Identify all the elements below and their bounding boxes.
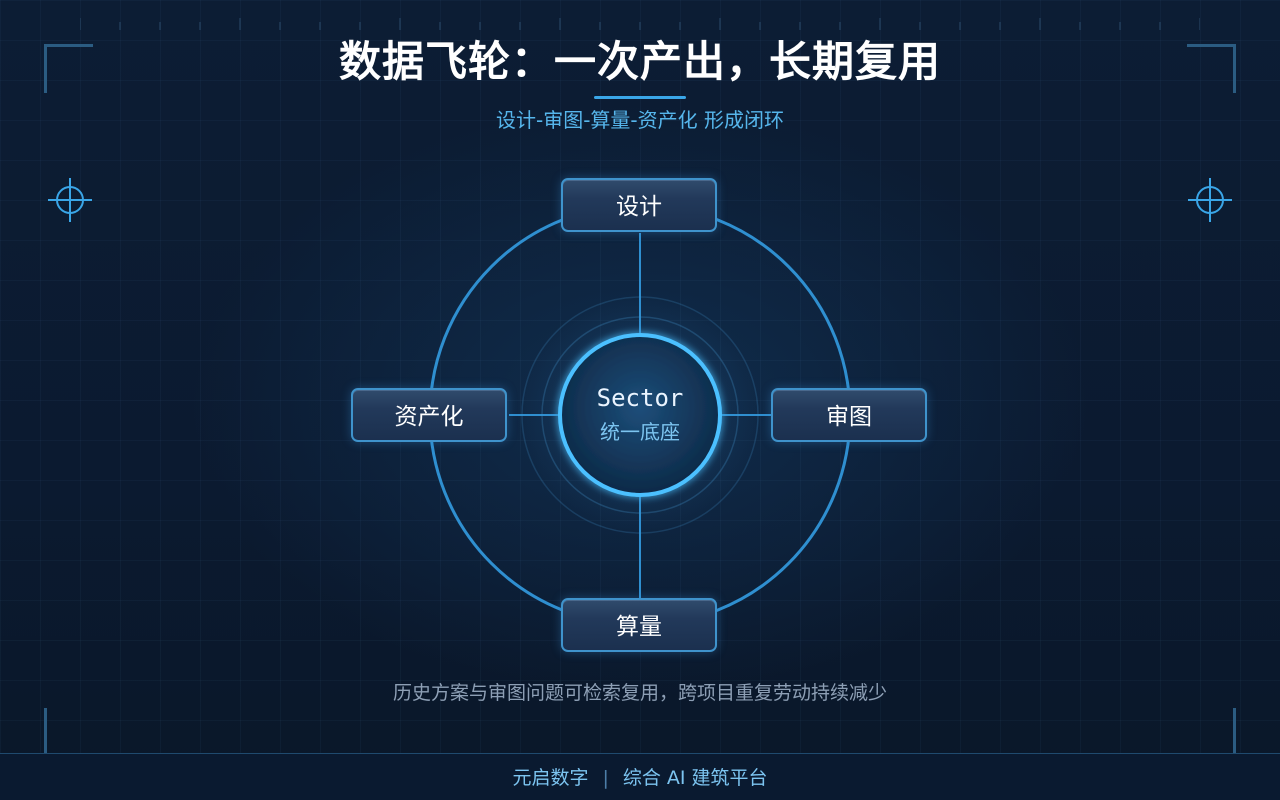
corner-bracket-top-left [44,44,93,93]
center-subtitle: 统一底座 [600,420,680,444]
center-title: Sector [596,384,684,412]
top-ruler [80,18,1200,30]
page-subtitle: 设计-审图-算量-资产化 形成闭环 [495,108,784,132]
node-design: 设计 [561,178,717,232]
title-underline [594,96,686,99]
crosshair-icon [1188,178,1232,222]
footer-tagline: 综合 AI 建筑平台 [622,767,768,789]
page-title: 数据飞轮：一次产出，长期复用 [338,37,941,86]
summary-note: 历史方案与审图问题可检索复用，跨项目重复劳动持续减少 [392,682,887,704]
center-ring-inner [541,316,739,514]
center-core [558,333,722,497]
node-assetize: 资产化 [351,388,507,442]
node-review: 审图 [771,388,927,442]
footer-bar: 元启数字 | 综合 AI 建筑平台 [0,753,1280,800]
node-quantity: 算量 [561,598,717,652]
corner-bracket-top-right [1187,44,1236,93]
center-ring-outer [521,296,759,534]
footer-separator: | [602,767,609,789]
footer-brand: 元启数字 [512,767,589,789]
crosshair-icon [48,178,92,222]
center-label: Sector 统一底座 [560,380,720,448]
